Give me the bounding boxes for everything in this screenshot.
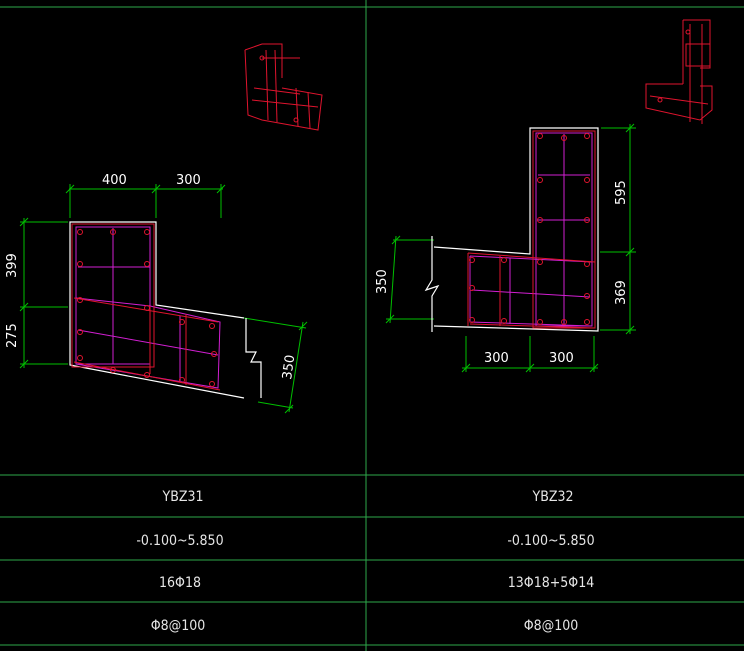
ybz31-section-drawing: 400 300 399 275 350 bbox=[5, 43, 323, 414]
ybz31-dim-top-left: 400 bbox=[102, 173, 127, 188]
ybz31-outline bbox=[69, 221, 262, 399]
table-cell-stirrup-left: Φ8@100 bbox=[151, 618, 206, 634]
info-table: YBZ31 YBZ32 -0.100~5.850 -0.100~5.850 16… bbox=[136, 489, 594, 634]
ybz32-section-drawing: 595 369 300 300 350 bbox=[375, 19, 713, 373]
ybz32-longitudinal-bars bbox=[467, 130, 596, 329]
ybz31-dim-top-right: 300 bbox=[176, 173, 201, 188]
table-cell-elevation-left: -0.100~5.850 bbox=[136, 533, 223, 549]
ybz32-dim-bottom-right: 300 bbox=[549, 351, 574, 366]
table-cell-longitudinal-right: 13Φ18+5Φ14 bbox=[508, 575, 594, 591]
ybz32-outline bbox=[424, 127, 599, 332]
ybz32-key-plan bbox=[645, 19, 713, 124]
ybz32-dimension-lines bbox=[385, 123, 636, 373]
ybz31-key-plan bbox=[244, 43, 323, 131]
ybz31-dim-left-upper: 399 bbox=[5, 253, 20, 278]
ybz32-dim-right-lower: 369 bbox=[614, 280, 629, 305]
table-cell-name-right: YBZ32 bbox=[532, 489, 574, 505]
ybz31-stirrups bbox=[75, 226, 221, 389]
table-cell-stirrup-right: Φ8@100 bbox=[524, 618, 579, 634]
ybz31-dimension-lines bbox=[19, 184, 308, 414]
ybz31-dim-left-lower: 275 bbox=[5, 323, 20, 348]
table-cell-elevation-right: -0.100~5.850 bbox=[507, 533, 594, 549]
ybz32-stirrups bbox=[469, 132, 593, 327]
ybz32-dim-left-edge: 350 bbox=[375, 269, 390, 294]
ybz31-longitudinal-bars bbox=[71, 223, 221, 391]
table-cell-name-left: YBZ31 bbox=[162, 489, 204, 505]
table-cell-longitudinal-left: 16Φ18 bbox=[159, 575, 201, 591]
ybz31-dim-right-edge: 350 bbox=[280, 354, 298, 381]
ybz32-dim-bottom-left: 300 bbox=[484, 351, 509, 366]
ybz32-dim-right-upper: 595 bbox=[614, 180, 629, 205]
